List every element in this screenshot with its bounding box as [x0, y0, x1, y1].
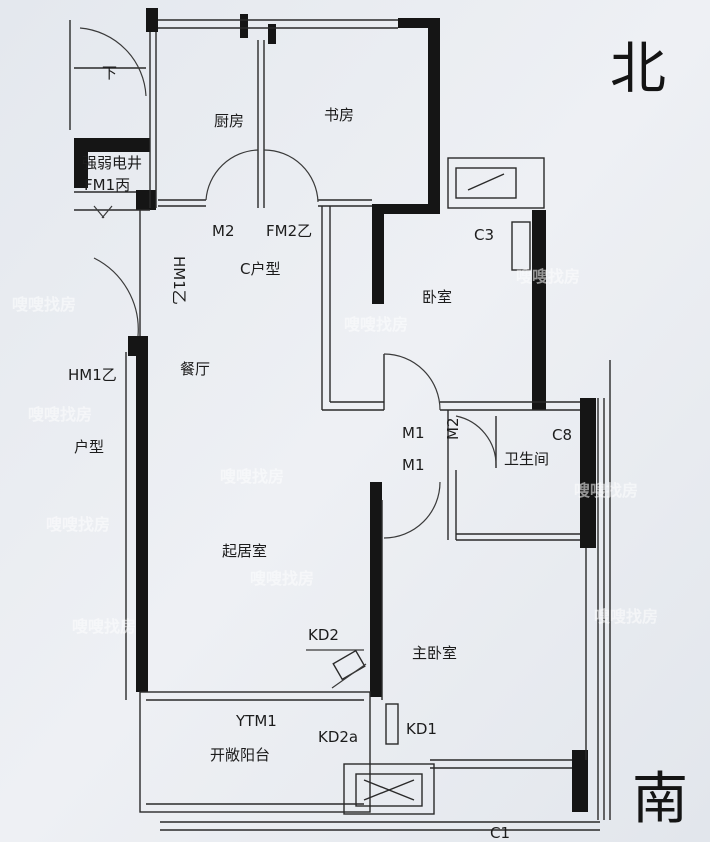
code-ytm1-label: YTM1 [235, 712, 277, 730]
room-unit-type-left-label: 户型 [74, 438, 104, 456]
watermark-1: 嗖嗖找房 [12, 295, 76, 314]
thick-walls [74, 8, 596, 812]
room-study-label: 书房 [324, 106, 354, 124]
code-fm2y-label: FM2乙 [266, 222, 312, 240]
watermark-2: 嗖嗖找房 [344, 315, 408, 334]
code-down-label: 下 [102, 64, 117, 82]
code-fm1b-label: FM1丙 [84, 176, 130, 194]
code-m2-label: M2 [212, 222, 235, 240]
room-shaft-label: 强弱电井 [82, 154, 142, 172]
room-bedroom-label: 卧室 [422, 288, 452, 306]
door-swings [79, 27, 497, 539]
watermark-6: 嗖嗖找房 [46, 515, 110, 534]
watermark-10: 嗖嗖找房 [72, 617, 136, 636]
compass-north-label: 北 [610, 37, 666, 102]
thin-walls [69, 19, 611, 831]
code-m2-bath-label: M2 [444, 418, 462, 441]
watermarks: 嗖嗖找房 嗖嗖找房 嗖嗖找房 嗖嗖找房 嗖嗖找房 嗖嗖找房 嗖嗖找房 嗖嗖找房 … [12, 267, 658, 636]
labels: 厨房 书房 强弱电井 FM1丙 下 M2 FM2乙 C3 C户型 HM1乙 卧室… [68, 64, 572, 842]
code-c1-label: C1 [490, 824, 510, 842]
room-unit-type-label: C户型 [240, 260, 280, 278]
watermark-4: 嗖嗖找房 [28, 405, 92, 424]
code-hm1y-vertical-label: HM1乙 [170, 256, 188, 305]
compass-south-label: 南 [632, 767, 688, 832]
watermark-7: 嗖嗖找房 [250, 569, 314, 588]
room-living-label: 起居室 [222, 542, 267, 560]
room-balcony-label: 开敞阳台 [210, 746, 270, 764]
kd2-symbol [306, 649, 367, 689]
watermark-8: 嗖嗖找房 [574, 481, 638, 500]
watermark-5: 嗖嗖找房 [220, 467, 284, 486]
room-bathroom-label: 卫生间 [504, 450, 549, 468]
room-dining-label: 餐厅 [180, 360, 210, 378]
watermark-3: 嗖嗖找房 [516, 267, 580, 286]
watermark-9: 嗖嗖找房 [594, 607, 658, 626]
code-kd2-label: KD2 [308, 626, 339, 644]
code-kd2a-label: KD2a [318, 728, 358, 746]
code-m1-bottom-label: M1 [402, 456, 425, 474]
code-hm1y-label: HM1乙 [68, 366, 117, 384]
code-m1-top-label: M1 [402, 424, 425, 442]
room-kitchen-label: 厨房 [214, 112, 244, 130]
code-c3-label: C3 [474, 226, 494, 244]
code-kd1-label: KD1 [406, 720, 437, 738]
code-c8-label: C8 [552, 426, 572, 444]
room-master-bedroom-label: 主卧室 [412, 644, 457, 662]
